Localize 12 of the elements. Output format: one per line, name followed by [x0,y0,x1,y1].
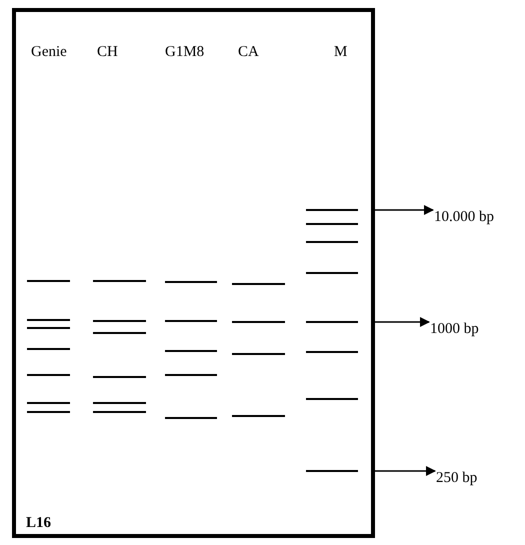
arrow [375,466,436,476]
size-label: 10.000 bp [434,208,494,226]
arrow [375,205,434,215]
lane-label: Genie [31,43,67,61]
lane-label: M [334,43,348,61]
lane-label: CA [238,43,259,61]
lane-label: CH [97,43,118,61]
size-label: 250 bp [436,469,478,487]
arrow [375,317,430,327]
size-label: 1000 bp [430,320,479,338]
gel-name: L16 [26,514,52,532]
lane-label: G1M8 [165,43,204,61]
